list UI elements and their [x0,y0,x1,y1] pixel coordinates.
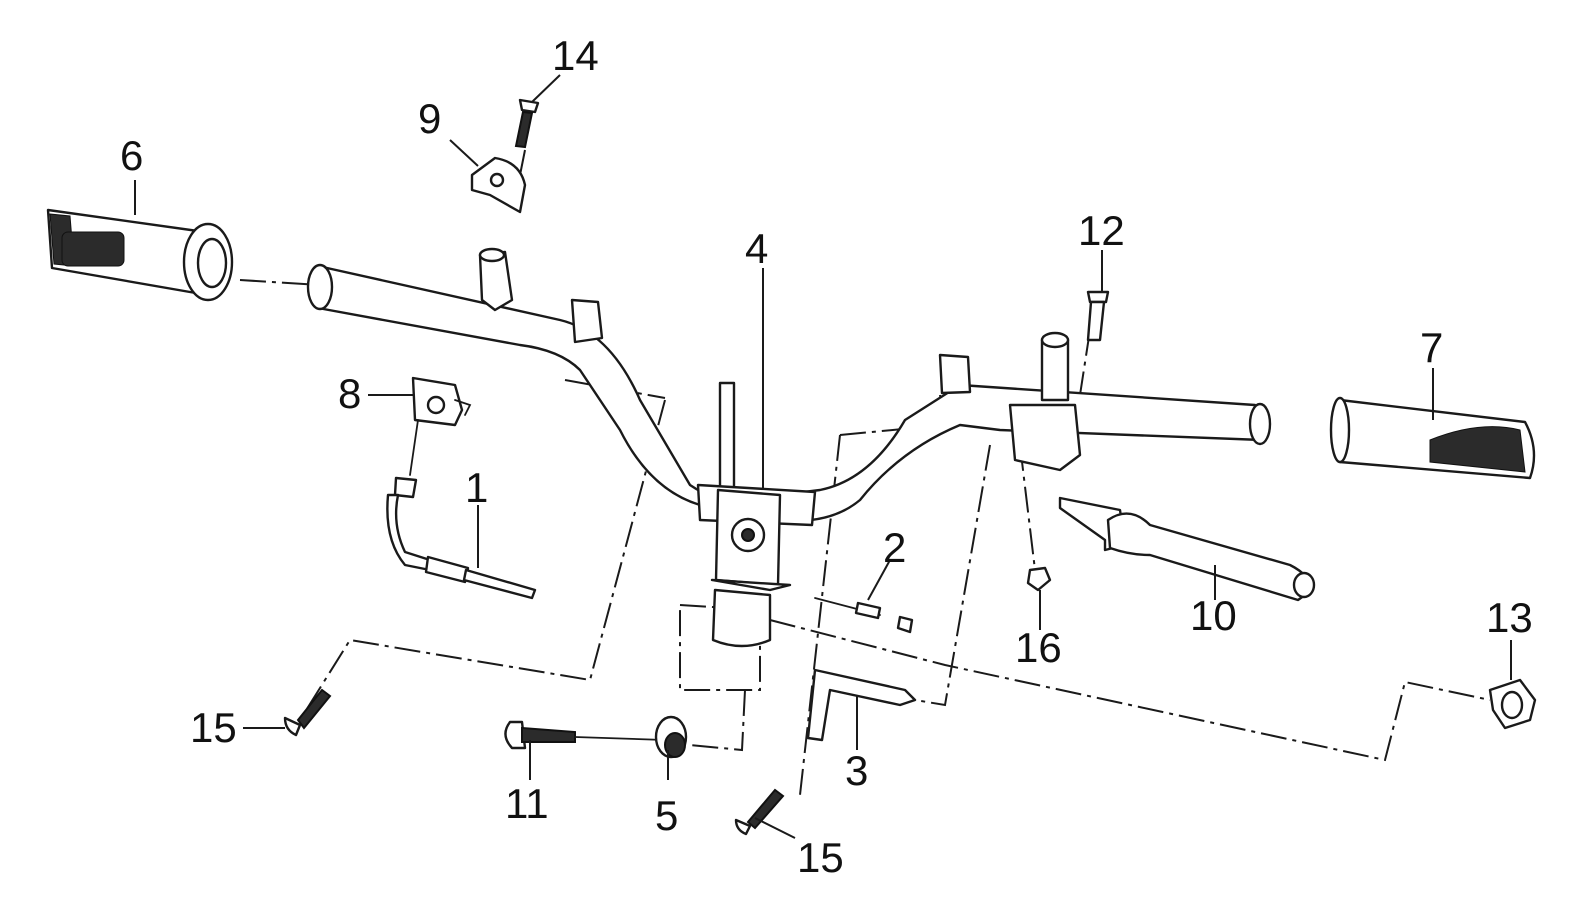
callout-11: 11 [505,780,549,827]
screw-14 [514,98,540,149]
clamp-9 [470,156,527,214]
bolt-11 [504,720,666,750]
lever-10 [1058,496,1316,602]
nut-13 [1488,678,1537,730]
callout-3: 3 [845,747,868,794]
callout-12: 12 [1078,207,1125,254]
cable-1 [386,419,537,600]
callout-6: 6 [120,132,143,179]
left-grip [46,208,234,302]
bolt-12 [1086,290,1110,342]
callout-1: 1 [465,464,488,511]
callout-15-left: 15 [190,704,237,751]
bracket-3 [806,668,917,742]
switch-8 [411,376,472,427]
handlebar-tube [306,247,1272,648]
callout-16: 16 [1015,624,1062,671]
callout-2: 2 [883,524,906,571]
screw-15-left [283,688,332,737]
cap-5 [654,715,688,759]
callout-8: 8 [338,370,361,417]
callout-7: 7 [1420,324,1443,371]
leader-lines [134,74,1512,839]
callout-5: 5 [655,792,678,839]
callout-14: 14 [552,32,599,79]
bolt-2 [814,597,914,634]
callout-4: 4 [745,225,768,272]
right-grip [1329,396,1536,480]
callout-10: 10 [1190,592,1237,639]
callout-13: 13 [1486,594,1533,641]
callout-labels: 6 9 14 4 8 1 12 7 10 16 13 2 3 5 11 15 1… [120,32,1533,881]
callout-9: 9 [418,95,441,142]
nut-16 [1026,566,1052,592]
callout-15-bottom: 15 [797,834,844,881]
